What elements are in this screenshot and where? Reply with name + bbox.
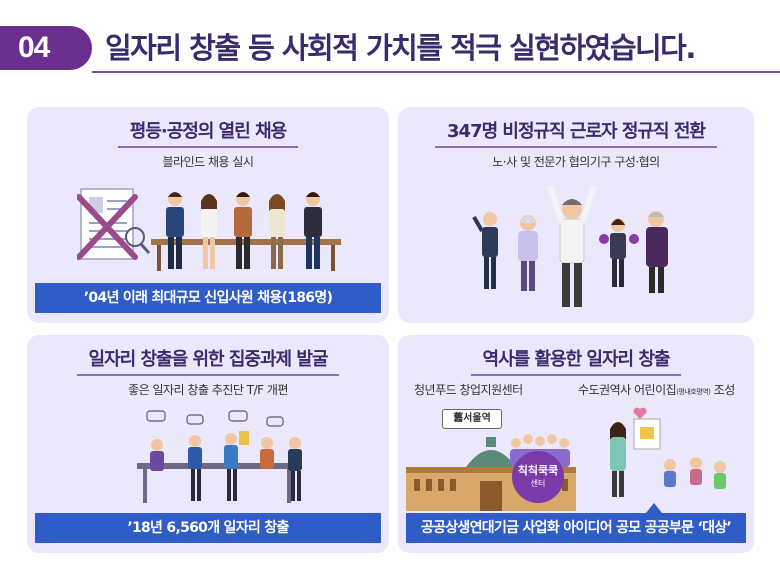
card-subtitle: 좋은 일자리 창출 추진단 T/F 개편 — [128, 383, 288, 397]
center-badge: 칙칙쿡쿡 센터 — [512, 451, 564, 503]
daycare-label: 수도권역사 어린이집(평내호평역) 조성 — [578, 383, 735, 397]
card-regular-conversion: 347명 비정규직 근로자 정규직 전환 노·사 및 전문가 협의기구 구성·협… — [398, 107, 754, 323]
page-header: 04 일자리 창출 등 사회적 가치를 적극 실현하였습니다. — [0, 0, 780, 78]
job-creation-banner: ’18년 6,560개 일자리 창출 — [35, 513, 381, 543]
card-title: 일자리 창출을 위한 집중과제 발굴 — [76, 345, 340, 376]
card-title: 평등·공정의 열린 채용 — [117, 117, 299, 148]
youth-food-startup-label: 청년푸드 창업지원센터 — [414, 383, 523, 397]
award-banner: 공공상생연대기금 사업화 아이디어 공모 공공부문 ‘대상’ — [406, 513, 746, 543]
blind-recruitment-illustration — [77, 188, 341, 271]
card-title: 역사를 활용한 일자리 창출 — [470, 345, 682, 376]
section-number-badge: 04 — [0, 26, 92, 70]
team-meeting-illustration — [137, 410, 302, 503]
banner-pointer — [646, 503, 662, 513]
recruitment-banner: ’04년 이래 최대규모 신입사원 채용(186명) — [35, 283, 381, 313]
card-station-jobs: 역사를 활용한 일자리 창출 청년푸드 창업지원센터 수도권역사 어린이집(평내… — [398, 335, 754, 553]
header-divider — [92, 71, 780, 73]
card-title: 347명 비정규직 근로자 정규직 전환 — [435, 117, 717, 148]
page-title: 일자리 창출 등 사회적 가치를 적극 실현하였습니다. — [105, 31, 696, 65]
card-subtitle: 노·사 및 전문가 협의기구 구성·협의 — [492, 155, 660, 169]
card-job-tasks: 일자리 창출을 위한 집중과제 발굴 좋은 일자리 창출 추진단 T/F 개편 … — [27, 335, 389, 553]
celebrating-workers-illustration — [472, 186, 668, 307]
card-subtitle: 블라인드 채용 실시 — [162, 155, 254, 169]
old-seoul-station-sign: 舊서울역 — [442, 409, 502, 429]
card-open-recruitment: 평등·공정의 열린 채용 블라인드 채용 실시 — [27, 107, 389, 323]
daycare-illustration — [610, 407, 726, 497]
